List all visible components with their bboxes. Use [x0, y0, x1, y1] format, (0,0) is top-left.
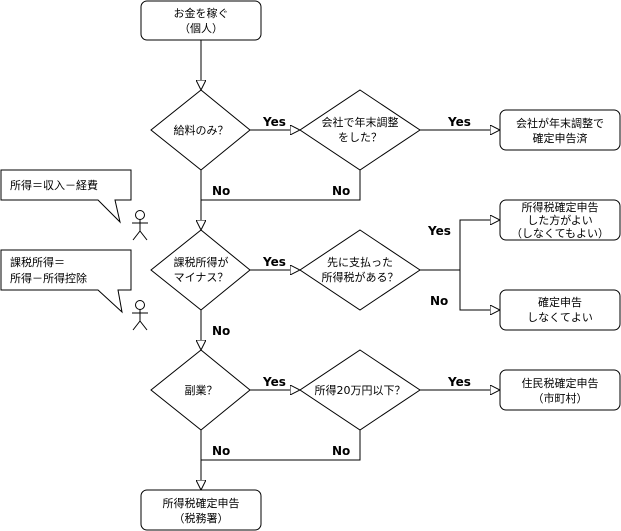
decision-side-job-text: 副業？ [185, 384, 218, 397]
label-no-prepaid: No [430, 294, 448, 308]
result-no-need-line-2: しなくてよい [527, 311, 593, 324]
label-yes-side: Yes [262, 375, 286, 389]
decision-salary-only: 給料のみ？ [150, 89, 251, 171]
label-yes-under200k: Yes [447, 375, 471, 389]
decision-salary-only-text: 給料のみ？ [174, 123, 229, 137]
label-no-yearend: No [332, 184, 350, 198]
result-company-done: 会社が年末調整で 確定申告済 [499, 109, 621, 151]
decision-taxable-negative-line-1: 課税所得が [174, 255, 229, 269]
result-better-file: 所得税確定申告 した方がよい （しなくてもよい） [499, 199, 621, 241]
edge-labels: Yes Yes No No Yes Yes No No Yes Yes No N… [212, 115, 471, 458]
result-better-file-line-2: した方がよい [527, 213, 592, 227]
result-income-tax-line-2: （税務署） [174, 511, 229, 525]
decision-side-job: 副業？ [150, 349, 251, 431]
result-company-done-line-1: 会社が年末調整で [516, 116, 604, 130]
edge-prepaid-no [420, 269, 500, 310]
result-resident-tax-line-1: 住民税確定申告 [522, 376, 599, 390]
result-better-file-line-1: 所得税確定申告 [522, 200, 599, 214]
edge-under200k-no [201, 430, 361, 461]
label-yes-prepaid: Yes [427, 224, 451, 238]
result-company-done-line-2: 確定申告済 [533, 131, 588, 145]
decision-under-200k-text: 所得20万円以下？ [315, 384, 406, 397]
note-income-text: 所得＝収入－経費 [10, 178, 98, 192]
note-taxable-income-bubble [0, 249, 132, 314]
label-no-salary: No [212, 184, 230, 198]
result-income-tax: 所得税確定申告 （税務署） [140, 489, 262, 531]
decision-year-end-line-1: 会社で年末調整 [322, 115, 399, 129]
edges [201, 40, 500, 490]
result-income-tax-line-1: 所得税確定申告 [163, 496, 240, 510]
note-taxable-income-line-1: 課税所得＝ [10, 255, 65, 269]
decision-taxable-negative-line-2: マイナス？ [174, 271, 229, 284]
node-start-line-2: （個人） [179, 22, 223, 35]
label-no-taxable: No [212, 324, 230, 338]
decision-prepaid-tax: 先に支払った 所得税がある？ [299, 229, 421, 311]
edge-yearend-no [201, 170, 361, 201]
result-no-need: 確定申告 しなくてよい [499, 289, 621, 331]
decision-prepaid-tax-line-2: 所得税がある？ [322, 270, 399, 284]
label-yes-taxable: Yes [262, 255, 286, 269]
label-no-under200k: No [332, 444, 350, 458]
label-yes-salary: Yes [262, 115, 286, 129]
note-income-bubble [0, 169, 132, 224]
label-no-side: No [212, 444, 230, 458]
decision-year-end-line-2: をした？ [338, 131, 382, 144]
decision-taxable-negative: 課税所得が マイナス？ [150, 229, 251, 311]
node-start: お金を稼ぐ （個人） [140, 0, 262, 41]
result-resident-tax-line-2: （市町村） [533, 391, 588, 405]
note-income: 所得＝収入－経費 [0, 169, 132, 224]
decision-year-end: 会社で年末調整 をした？ [299, 89, 421, 171]
node-start-line-1: お金を稼ぐ [174, 6, 229, 20]
person-icon-1 [132, 210, 148, 241]
result-no-need-line-1: 確定申告 [538, 295, 582, 309]
person-icon-2 [132, 300, 148, 331]
note-taxable-income-line-2: 所得－所得控除 [10, 271, 87, 285]
note-taxable-income: 課税所得＝ 所得－所得控除 [0, 249, 132, 314]
decision-under-200k: 所得20万円以下？ [299, 349, 421, 431]
decision-prepaid-tax-line-1: 先に支払った [327, 255, 393, 269]
label-yes-yearend: Yes [447, 115, 471, 129]
result-better-file-line-3: （しなくてもよい） [511, 227, 609, 240]
result-resident-tax: 住民税確定申告 （市町村） [499, 369, 621, 411]
